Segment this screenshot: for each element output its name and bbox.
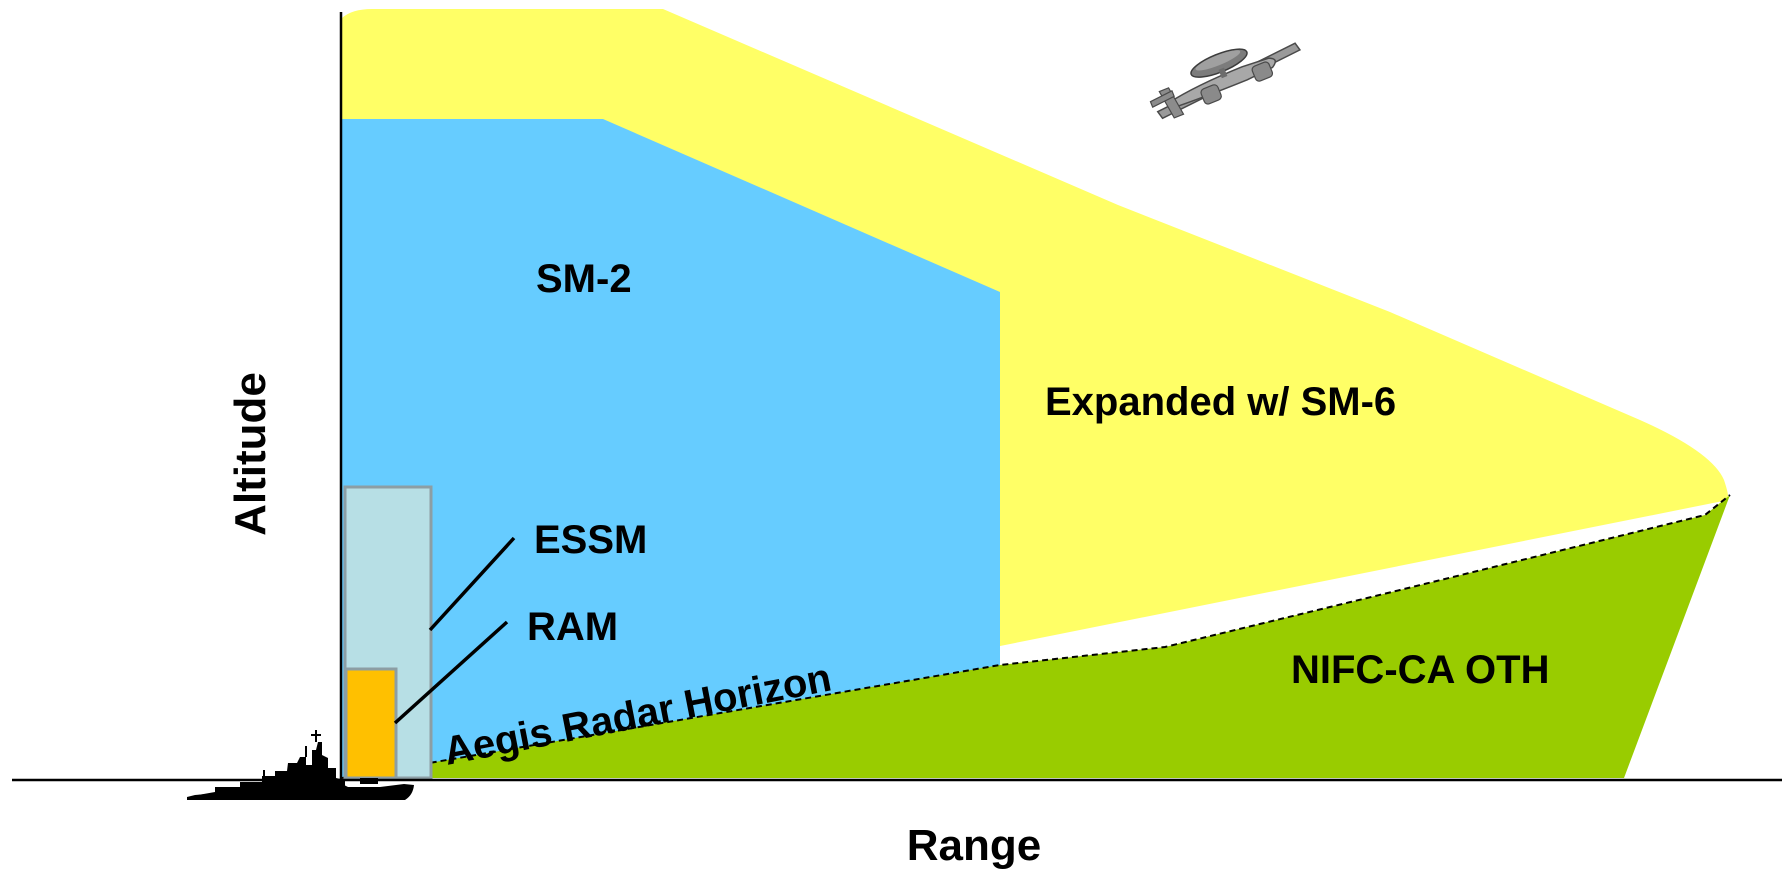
aegis-radar-horizon-line (341, 494, 1731, 779)
altitude-axis-label: Altitude (226, 372, 275, 536)
expanded-sm6-label: Expanded w/ SM-6 (1045, 380, 1396, 424)
e2-hawkeye-aircraft-icon (1149, 42, 1302, 120)
nifc-ca-oth-region (342, 495, 1730, 778)
range-axis-label: Range (907, 821, 1041, 870)
essm-label: ESSM (534, 518, 647, 562)
sm2-label: SM-2 (536, 257, 632, 301)
destroyer-ship-icon (187, 730, 414, 800)
essm-leader-line (428, 536, 516, 632)
nifc-ca-oth-label: NIFC-CA OTH (1291, 648, 1549, 692)
ram-envelope (344, 667, 398, 780)
ram-label: RAM (527, 605, 618, 649)
ram-leader-line (393, 620, 509, 725)
sm2-envelope (342, 119, 1000, 778)
